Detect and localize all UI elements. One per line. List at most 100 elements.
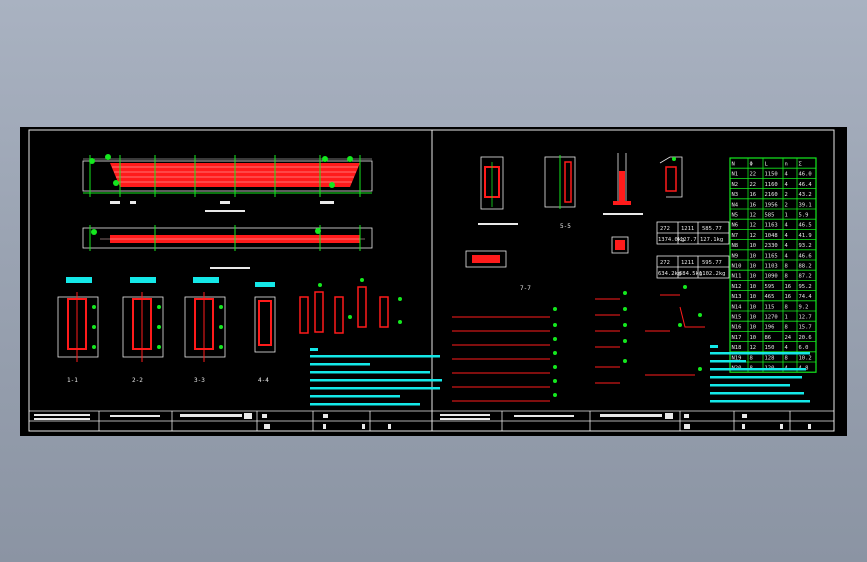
rebar-table-cell: 4 (785, 172, 789, 178)
section-label-5: 5-5 (560, 223, 571, 230)
rebar-table-header: Φ (750, 162, 753, 168)
rebar-table-cell: 4 (785, 223, 789, 229)
rebar-table-cell: N13 (732, 294, 742, 300)
title-block (29, 410, 834, 431)
rebar-table-cell: 86 (765, 335, 772, 341)
rebar-table-cell: N17 (732, 335, 742, 341)
rebar-table-cell: 1090 (765, 274, 778, 280)
rebar-table-cell: 12.7 (799, 315, 812, 321)
rebar-table-header: n (785, 162, 788, 168)
rebar-table-cell: 1160 (765, 182, 778, 188)
rebar-table-cell: 93.2 (799, 243, 812, 249)
rebar-table-cell: 43.2 (799, 192, 812, 198)
anchor-box (611, 236, 629, 254)
rebar-bent-shape (679, 306, 705, 328)
rebar-table-cell: 1 (785, 315, 788, 321)
rebar-table-cell: 10 (750, 284, 757, 290)
notes-left (310, 348, 442, 406)
section-label-1: 1-1 (67, 377, 78, 384)
rebar-table-cell: 12 (750, 233, 757, 239)
tl-r0c1: 1211 (681, 226, 694, 232)
rebar-table-cell: 10 (750, 325, 757, 331)
rebar-table-cell: 10 (750, 274, 757, 280)
rebar-table-cell: 1 (785, 213, 788, 219)
section-label-2: 2-2 (132, 377, 143, 384)
rebar-table-cell: N10 (732, 264, 742, 270)
section-2-2: 2-2 (122, 277, 164, 384)
rebar-table-cell: N11 (732, 274, 742, 280)
rebar-table-cell: 1163 (765, 223, 778, 229)
rebar-table-cell: 46.0 (799, 172, 812, 178)
rebar-table-cell: 88.2 (799, 264, 812, 270)
rebar-table-cell: 585 (765, 213, 775, 219)
rebar-table-cell: 9.2 (799, 304, 809, 310)
rebar-table-cell: 4 (785, 253, 789, 259)
rebar-table-cell: 46.6 (799, 253, 812, 259)
tl-r1c0: 1374.0kg (658, 237, 685, 243)
column-detail (603, 153, 643, 215)
beam-plan (82, 225, 373, 269)
rebar-table-cell: 46.5 (799, 223, 812, 229)
rebar-table-cell: 5.9 (799, 213, 809, 219)
rebar-table-cell: 10 (750, 243, 757, 249)
tr-r1c2: 1102.2kg (699, 271, 726, 277)
rebar-table-cell: 2 (785, 202, 788, 208)
rebar-table-header: L (765, 162, 769, 168)
rebar-table-cell: 16 (750, 202, 757, 208)
rebar-table-cell: 87.2 (799, 274, 812, 280)
rebar-table-cell: N3 (732, 192, 739, 198)
rebar-table-cell: N15 (732, 315, 742, 321)
rebar-table-cell: 10 (750, 294, 757, 300)
rebar-table-cell: 115 (765, 304, 775, 310)
rebar-table-cell: N8 (732, 243, 739, 249)
section-1-1: 1-1 (57, 277, 99, 384)
rebar-table-cell: 4 (785, 233, 789, 239)
rebar-table-cell: 12 (750, 223, 757, 229)
rebar-table-cell: 8 (785, 355, 788, 361)
rebar-table-cell: 1150 (765, 172, 778, 178)
title-block-marks (34, 413, 811, 429)
rebar-table-cell: 150 (765, 345, 775, 351)
rebar-table-cell: 595 (765, 284, 775, 290)
rebar-table-cell: 1270 (765, 315, 778, 321)
rebar-table-cell: N4 (732, 202, 739, 208)
tl-r1c2: 127.1kg (700, 237, 723, 243)
rebar-table-cell: N1 (732, 172, 739, 178)
tr-r0c2: 595.77 (702, 260, 722, 266)
section-3-3: 3-3 (184, 277, 226, 384)
rebar-table-cell: 8 (785, 325, 788, 331)
rebar-table-frame (729, 157, 817, 373)
section-detail-a (478, 156, 518, 225)
rebar-table-cell: N12 (732, 284, 742, 290)
rebar-table-cell: 10 (750, 264, 757, 270)
rebar-table-cell: 1103 (765, 264, 778, 270)
rebar-table-cell: 41.9 (799, 233, 812, 239)
tl-r0c2: 585.77 (702, 226, 722, 232)
rebar-table-cell: N2 (732, 182, 739, 188)
rebar-table-cell: 22 (750, 182, 757, 188)
rebar-table-cell: 12 (750, 345, 757, 351)
beam-elevation-top (82, 154, 373, 212)
rebar-table-cell: 74.4 (799, 294, 813, 300)
rebar-table-cell: N19 (732, 355, 742, 361)
rebar-table-cell: N16 (732, 325, 742, 331)
rebar-table-cell: 2330 (765, 243, 778, 249)
rebar-table-cell: 4 (785, 182, 789, 188)
rebar-table-cell: 6.0 (799, 345, 809, 351)
rebar-lines-right (452, 294, 695, 402)
rebar-table-cell: 8 (785, 304, 788, 310)
rebar-table-cell: 16 (785, 284, 792, 290)
rebar-table-cell: 24 (785, 335, 792, 341)
tr-r0c1: 1211 (681, 260, 694, 266)
rebar-table-cell: 1048 (765, 233, 778, 239)
rebar-table-cell: 12 (750, 213, 757, 219)
rebar-table-header: N (732, 162, 735, 168)
rebar-table-cell: 46.4 (799, 182, 813, 188)
rebar-table-cell: 1165 (765, 253, 778, 259)
rebar-table-cell: N18 (732, 345, 742, 351)
rebar-table-cell: N9 (732, 253, 739, 259)
rebar-table-cell: 95.2 (799, 284, 812, 290)
rebar-table-cell: 128 (765, 355, 775, 361)
section-label-7: 7-7 (520, 285, 531, 292)
section-5-5: 5-5 (544, 155, 576, 230)
